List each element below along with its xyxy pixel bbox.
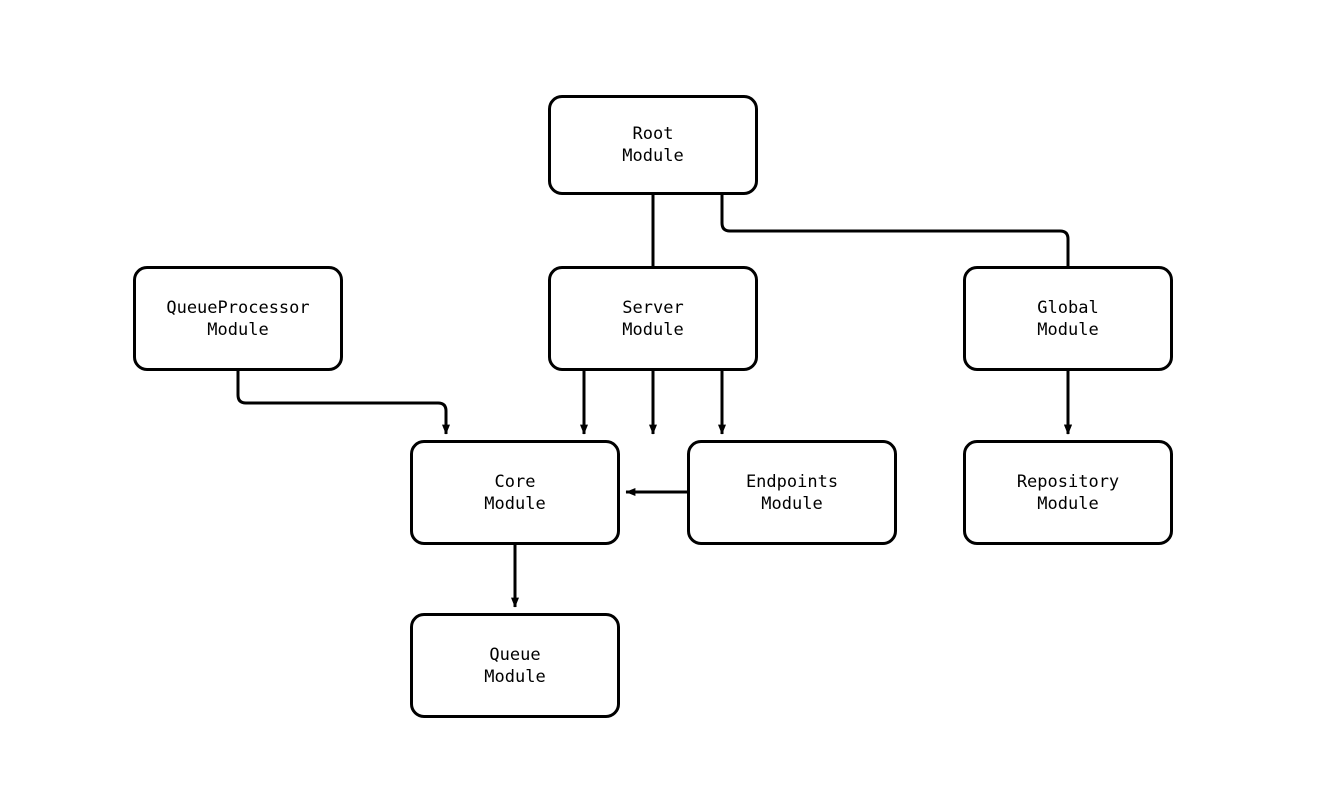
node-endpoints-module-suffix: Module bbox=[761, 493, 823, 514]
node-root-module-suffix: Module bbox=[622, 146, 684, 166]
node-root-module[interactable]: Root Module bbox=[548, 95, 758, 195]
node-core-module-name: Core bbox=[494, 471, 536, 492]
node-queue-module-name: Queue bbox=[489, 644, 541, 665]
node-queueprocessor-module-name: QueueProcessor bbox=[166, 297, 310, 318]
node-repository-module-name: Repository bbox=[1016, 471, 1120, 492]
node-server-module[interactable]: Server Module bbox=[548, 266, 758, 371]
node-queueprocessor-module[interactable]: QueueProcessor Module bbox=[133, 266, 343, 371]
node-global-module-suffix: Module bbox=[1037, 319, 1099, 340]
node-repository-module[interactable]: Repository Module bbox=[963, 440, 1173, 545]
node-root-module-name: Root bbox=[632, 124, 674, 144]
node-server-module-name: Server bbox=[622, 297, 684, 318]
node-queue-module-suffix: Module bbox=[484, 666, 546, 687]
node-global-module[interactable]: Global Module bbox=[963, 266, 1173, 371]
node-core-module[interactable]: Core Module bbox=[410, 440, 620, 545]
edge-queueprocessor-to-core bbox=[236, 371, 450, 435]
node-repository-module-suffix: Module bbox=[1037, 493, 1099, 514]
edge-root-to-global bbox=[720, 195, 1072, 435]
node-endpoints-module-name: Endpoints bbox=[745, 471, 839, 492]
node-global-module-name: Global bbox=[1037, 297, 1099, 318]
node-core-module-suffix: Module bbox=[484, 493, 546, 514]
node-server-module-suffix: Module bbox=[622, 319, 684, 340]
node-queue-module[interactable]: Queue Module bbox=[410, 613, 620, 718]
node-endpoints-module[interactable]: Endpoints Module bbox=[687, 440, 897, 545]
node-queueprocessor-module-suffix: Module bbox=[207, 319, 269, 340]
